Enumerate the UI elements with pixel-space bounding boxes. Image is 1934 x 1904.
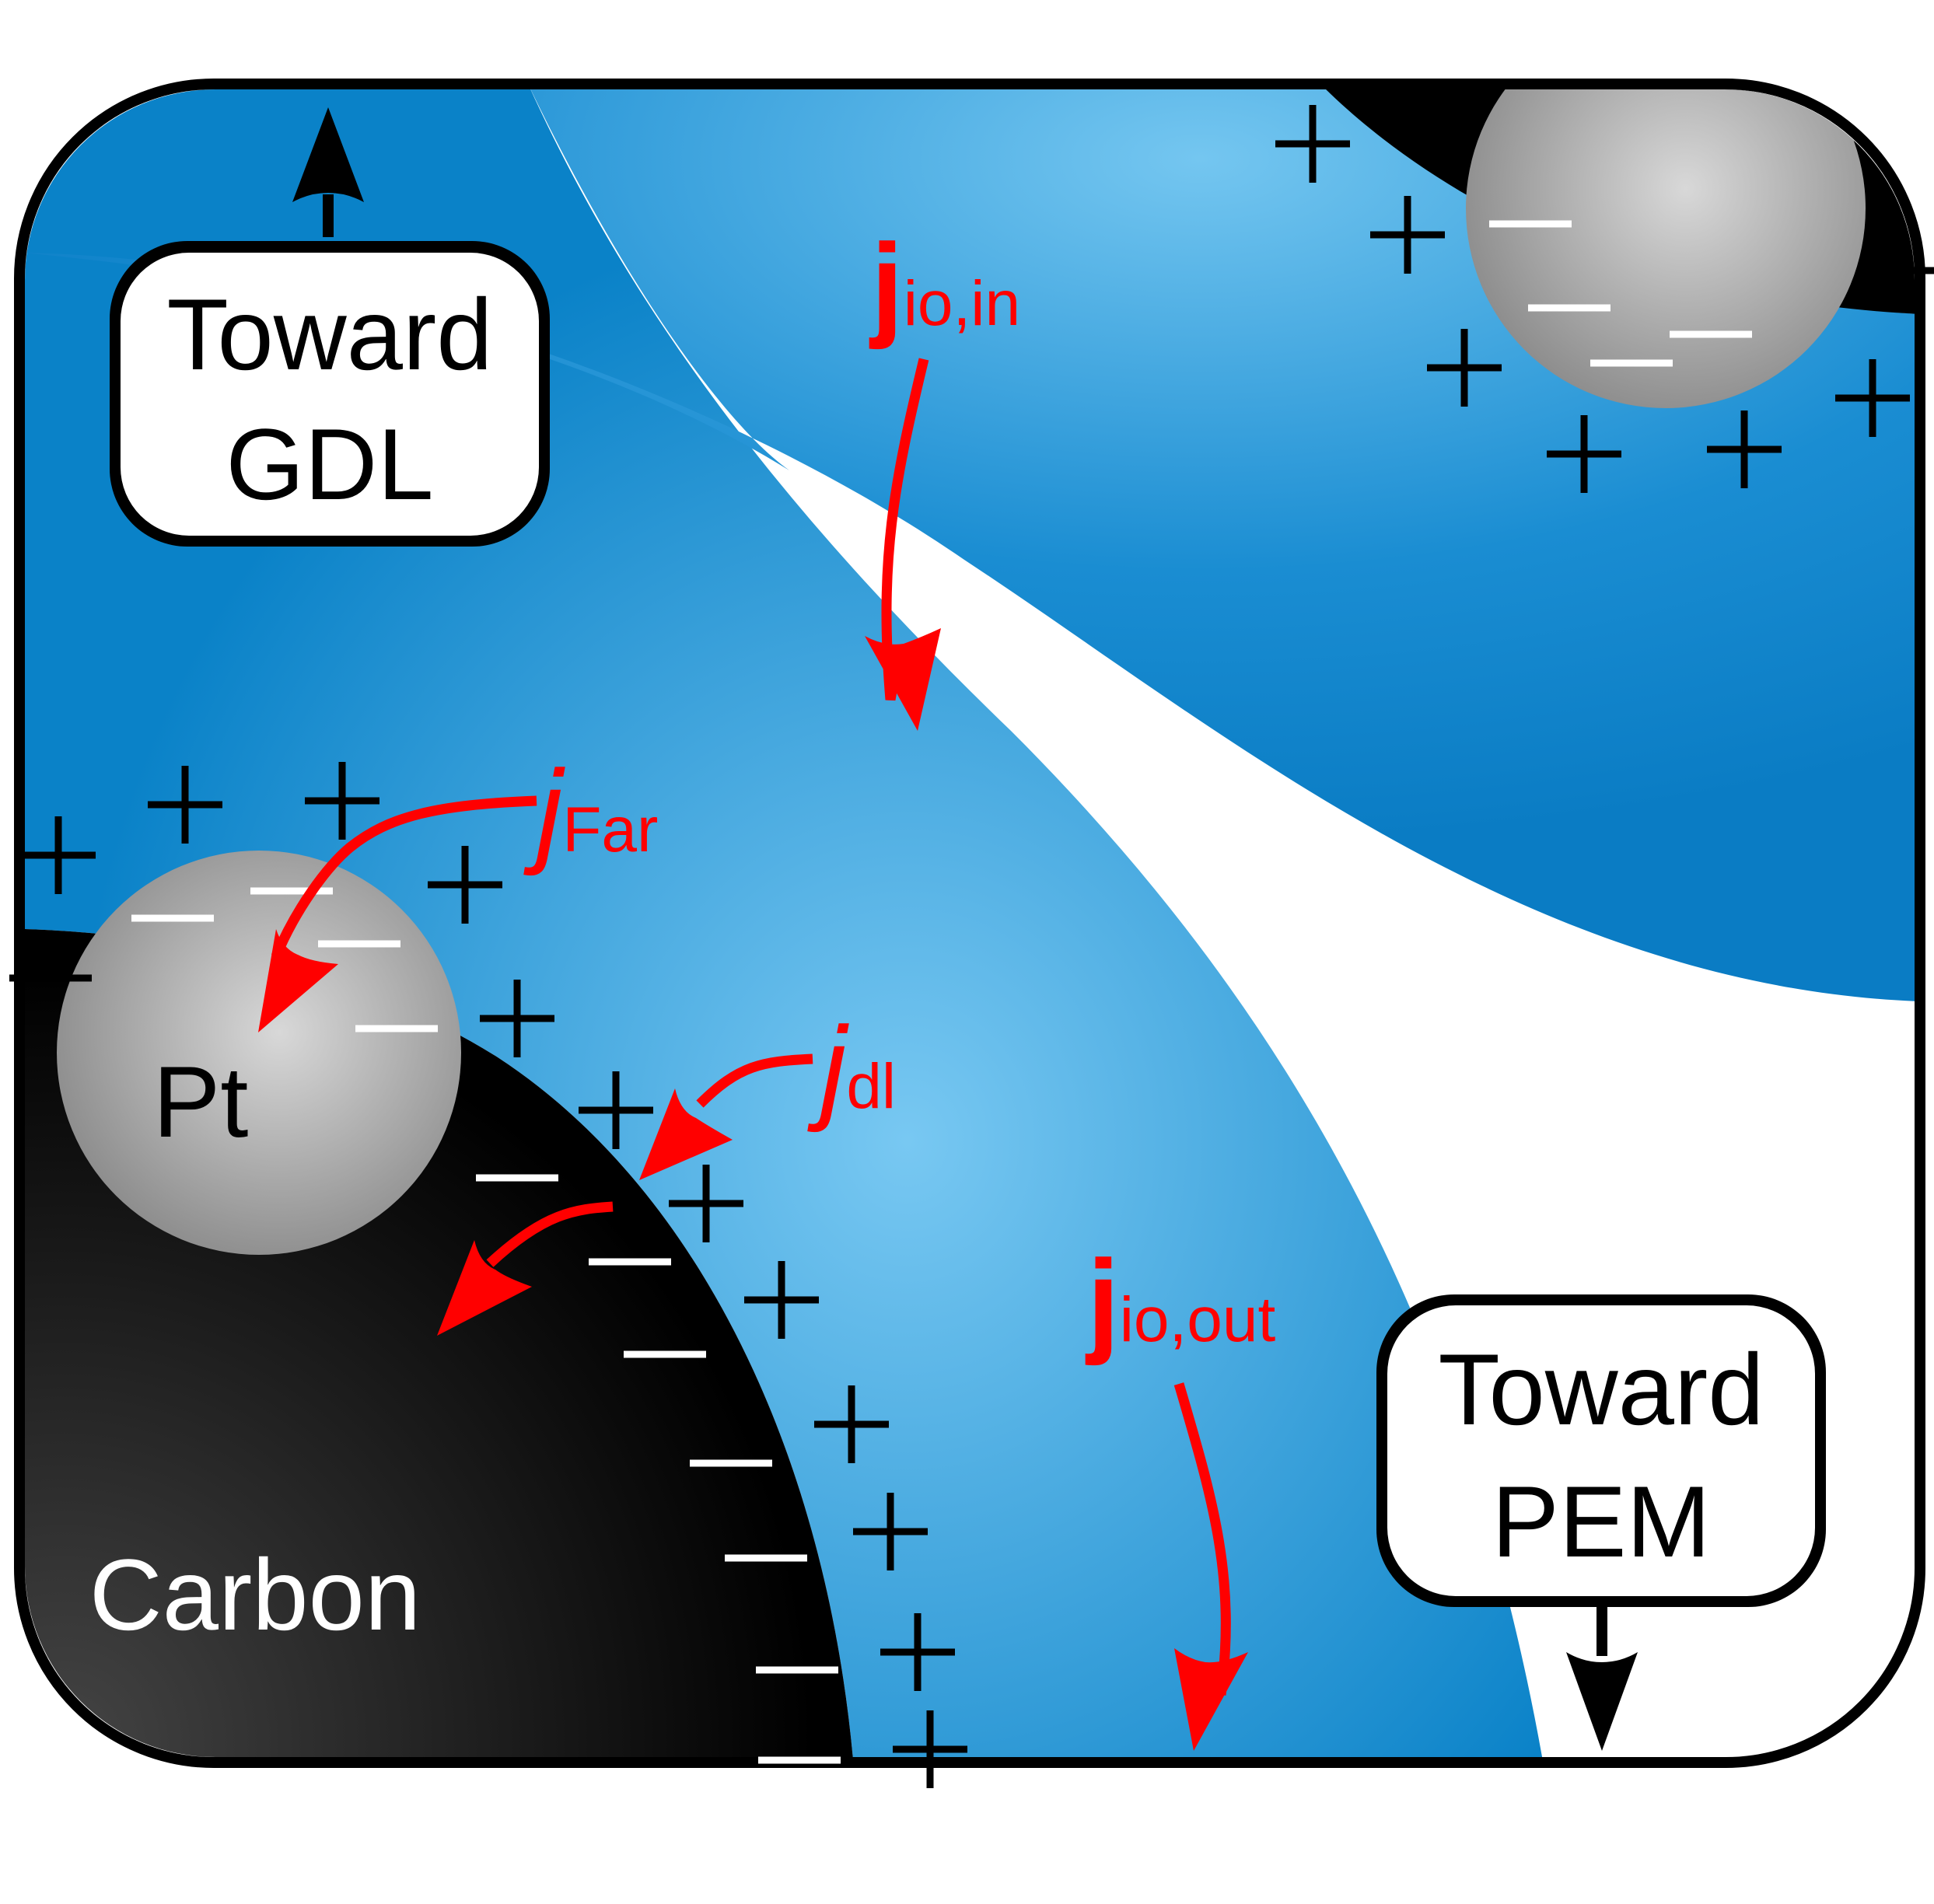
frame-border bbox=[14, 79, 1925, 1768]
plus-charge bbox=[480, 980, 554, 1057]
plus-charge bbox=[1427, 329, 1502, 407]
plus-charge bbox=[1547, 415, 1621, 493]
plus-charge bbox=[21, 816, 96, 894]
plus-charge bbox=[814, 1385, 889, 1463]
plus-charge bbox=[305, 762, 379, 840]
current-arrow-io-out bbox=[1173, 1382, 1248, 1751]
ionomer-region-upper bbox=[25, 89, 1915, 1001]
carbon-label: Carbon bbox=[89, 1538, 421, 1651]
current-arrow-io-in bbox=[865, 358, 941, 731]
pt-particle bbox=[57, 851, 461, 1255]
plus-charge bbox=[880, 1613, 955, 1691]
toward-pem-box: Toward PEM bbox=[1376, 1294, 1826, 1607]
toward-gdl-label-line2: GDL bbox=[226, 407, 433, 521]
plus-charge bbox=[853, 1493, 928, 1570]
current-label-io-in: jio,in bbox=[869, 219, 1020, 350]
negative-charges bbox=[9, 111, 1934, 1764]
plus-charge bbox=[669, 1165, 743, 1242]
arrow-up-icon bbox=[292, 107, 364, 237]
plus-charge bbox=[893, 1710, 967, 1788]
pt-label: Pt bbox=[153, 1045, 249, 1158]
current-arrow-far bbox=[258, 795, 537, 1032]
pt-particle-top-right bbox=[1466, 89, 1866, 408]
plus-charge bbox=[1370, 196, 1445, 274]
positive-charges bbox=[21, 105, 1910, 1788]
plus-charge bbox=[1707, 410, 1782, 488]
plus-charge bbox=[148, 766, 222, 844]
current-label-io-out: jio,out bbox=[1085, 1235, 1276, 1366]
toward-pem-label-line2: PEM bbox=[1492, 1465, 1711, 1578]
plus-charge bbox=[579, 1071, 653, 1149]
plus-charge bbox=[1275, 105, 1350, 183]
current-arrow-dl-lower bbox=[437, 1201, 614, 1336]
toward-gdl-box: Toward GDL bbox=[110, 241, 550, 547]
toward-gdl-label-line1: Toward bbox=[166, 278, 492, 391]
current-arrow-dl bbox=[639, 1053, 813, 1180]
plus-charge bbox=[744, 1261, 819, 1339]
plus-charge bbox=[428, 846, 502, 924]
plus-charge bbox=[1835, 359, 1910, 437]
arrow-down-icon bbox=[1566, 1607, 1638, 1751]
toward-pem-label-line1: Toward bbox=[1438, 1333, 1764, 1446]
